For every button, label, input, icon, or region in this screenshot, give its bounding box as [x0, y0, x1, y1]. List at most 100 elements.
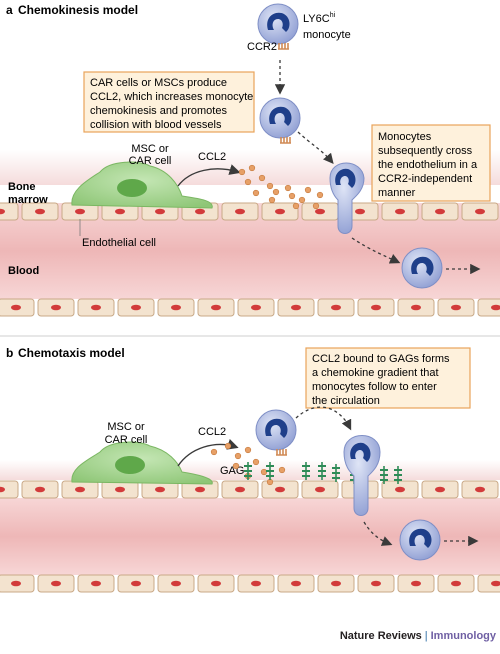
- svg-text:Monocytes: Monocytes: [378, 131, 432, 143]
- ccl2-molecule: [244, 446, 252, 454]
- endothelial-cell: [381, 480, 419, 499]
- endothelial-cell: [0, 298, 35, 317]
- ccl2-arrow-a: [177, 164, 241, 187]
- svg-text:chemokinesis and promotes: chemokinesis and promotes: [90, 105, 227, 117]
- ccr2-label: CCR2: [247, 41, 277, 53]
- endothelial-cell: [221, 202, 259, 221]
- ccl2-molecule: [238, 168, 246, 176]
- ccl2-molecule: [292, 202, 300, 210]
- monocyte-in-blood-a: [401, 247, 443, 289]
- endothelial-cell: [197, 298, 235, 317]
- monocyte-transmigrating: [329, 162, 365, 234]
- ccl2-molecules-b: [210, 442, 286, 486]
- endothelial-cell: [277, 574, 315, 593]
- ccl2-molecule: [288, 192, 296, 200]
- endothelial-cell: [77, 574, 115, 593]
- ccl2-molecule: [232, 462, 240, 470]
- endothelial-cell: [117, 574, 155, 593]
- panel-b-letter: b: [6, 346, 13, 360]
- bone-marrow-label-1: Bone: [8, 181, 36, 193]
- ccl2-molecule: [224, 442, 232, 450]
- svg-text:the circulation: the circulation: [312, 395, 380, 407]
- endothelial-cell: [477, 574, 500, 593]
- endothelial-cell: [37, 574, 75, 593]
- ccl2-molecule: [260, 468, 268, 476]
- svg-text:CCL2, which increases monocyte: CCL2, which increases monocyte: [90, 91, 253, 103]
- endothelium-bottom-b: [0, 574, 500, 593]
- panel-b: b Chemotaxis model CCL2 bound to GAGs fo…: [0, 346, 500, 593]
- ccl2-molecule: [248, 164, 256, 172]
- endothelial-cell: [261, 202, 299, 221]
- svg-text:CCL2 bound to GAGs forms: CCL2 bound to GAGs forms: [312, 353, 450, 365]
- ccl2-molecules-a: [238, 164, 324, 210]
- endothelial-cell-label: Endothelial cell: [82, 237, 156, 249]
- ccl2-molecule: [284, 184, 292, 192]
- bone-marrow-label-2: marrow: [8, 194, 48, 206]
- endothelial-cell: [357, 574, 395, 593]
- monocyte-following-gradient: [255, 409, 297, 456]
- svg-text:manner: manner: [378, 187, 416, 199]
- svg-text:collision with blood vessels: collision with blood vessels: [90, 119, 222, 131]
- ly6c-label: LY6Chi: [303, 12, 336, 25]
- endothelial-cell: [221, 480, 259, 499]
- endothelial-cell: [157, 298, 195, 317]
- endothelial-cell: [21, 480, 59, 499]
- msc-cell-a: [71, 161, 213, 209]
- endothelial-cell: [101, 480, 139, 499]
- endothelium-top-b: [0, 480, 499, 499]
- ccl2-label-a: CCL2: [198, 151, 226, 163]
- endothelial-cell: [157, 574, 195, 593]
- endothelial-cell: [77, 298, 115, 317]
- endothelial-cell: [237, 574, 275, 593]
- endothelial-cell: [461, 480, 499, 499]
- credit-separator: |: [424, 630, 428, 642]
- endothelial-cell: [317, 574, 355, 593]
- svg-text:CCR2-independent: CCR2-independent: [378, 173, 472, 185]
- msc-label-a-2: CAR cell: [129, 155, 172, 167]
- msc-label-b-1: MSC or: [107, 421, 145, 433]
- ccl2-molecule: [268, 196, 276, 204]
- info-box-a1: CAR cells or MSCs produce CCL2, which in…: [83, 71, 255, 133]
- ccl2-molecule: [304, 186, 312, 194]
- journal-section: Immunology: [430, 630, 496, 642]
- endothelial-cell: [437, 298, 475, 317]
- endothelial-cell: [61, 480, 99, 499]
- ccl2-molecule: [252, 189, 260, 197]
- ccl2-molecule: [258, 174, 266, 182]
- endothelial-cell: [437, 574, 475, 593]
- endothelial-cell: [117, 298, 155, 317]
- panel-a-letter: a: [6, 3, 13, 17]
- endothelial-cell: [0, 574, 35, 593]
- panel-a: a Chemokinesis model Bone marrow Blood E…: [0, 3, 500, 317]
- endothelial-cell: [477, 298, 500, 317]
- ccl2-molecule: [234, 452, 242, 460]
- ccl2-molecule: [298, 196, 306, 204]
- endothelial-cell: [277, 298, 315, 317]
- endothelial-cell: [0, 480, 19, 499]
- endothelial-cell: [237, 298, 275, 317]
- endothelial-cell: [461, 202, 499, 221]
- endothelial-cell: [421, 202, 459, 221]
- monocyte-transmigrating-b: [343, 435, 381, 516]
- ccl2-molecule: [266, 182, 274, 190]
- endothelial-cell: [397, 574, 435, 593]
- info-box-a2: Monocytes subsequently cross the endothe…: [371, 124, 491, 202]
- endothelial-cell: [301, 480, 339, 499]
- panel-b-title: Chemotaxis model: [18, 346, 125, 360]
- info-box-b: CCL2 bound to GAGs forms a chemokine gra…: [305, 347, 471, 409]
- ccl2-molecule: [252, 458, 260, 466]
- endothelial-cell: [381, 202, 419, 221]
- monocyte-label: monocyte: [303, 29, 351, 41]
- blood-label: Blood: [8, 265, 39, 277]
- ccl2-molecule: [266, 478, 274, 486]
- ccl2-label-b: CCL2: [198, 426, 226, 438]
- journal-credit: Nature Reviews|Immunology: [0, 630, 496, 642]
- ccl2-molecule: [312, 202, 320, 210]
- ccl2-molecule: [272, 188, 280, 196]
- ccl2-molecule: [210, 448, 218, 456]
- msc-cell-b: [71, 441, 213, 485]
- panel-a-title: Chemokinesis model: [18, 3, 138, 17]
- monocyte-in-blood-b: [399, 519, 441, 561]
- endothelial-cell: [197, 574, 235, 593]
